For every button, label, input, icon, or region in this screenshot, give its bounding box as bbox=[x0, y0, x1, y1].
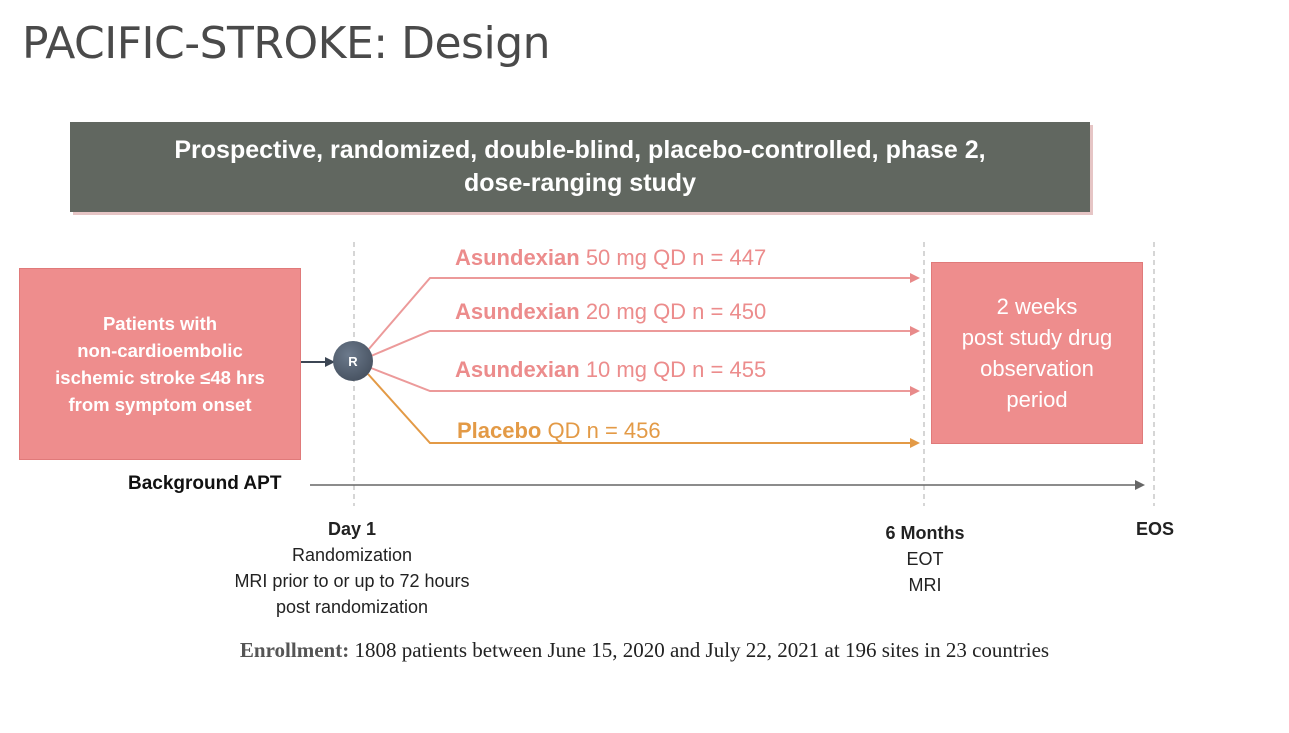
patients-line-3: ischemic stroke ≤48 hrs bbox=[55, 367, 265, 388]
placebo-line bbox=[367, 373, 920, 448]
month6-milestone: 6 Months EOT MRI bbox=[850, 520, 1000, 598]
arm-50mg-line bbox=[367, 273, 920, 351]
arm-20mg-drug: Asundexian bbox=[455, 299, 580, 324]
placebo-label: Placebo QD n = 456 bbox=[457, 418, 661, 444]
day1-line-1: Randomization bbox=[291, 545, 413, 565]
study-design-banner: Prospective, randomized, double-blind, p… bbox=[70, 122, 1090, 212]
banner-line-1: Prospective, randomized, double-blind, p… bbox=[174, 136, 986, 164]
arm-10mg-drug: Asundexian bbox=[455, 357, 580, 382]
patients-box: Patients with non-cardioembolic ischemic… bbox=[19, 268, 301, 460]
month6-line-1: EOT bbox=[906, 549, 944, 569]
background-apt-label: Background APT bbox=[128, 473, 282, 494]
arm-10mg-dose: 10 mg QD n = 455 bbox=[579, 357, 767, 382]
arm-20mg-dose: 20 mg QD n = 450 bbox=[579, 299, 767, 324]
arm-10mg-line bbox=[370, 367, 920, 396]
slide-title: PACIFIC-STROKE: Design bbox=[22, 18, 551, 69]
enrollment-note: Enrollment: 1808 patients between June 1… bbox=[0, 638, 1289, 663]
observation-line-1: 2 weeks bbox=[996, 294, 1078, 319]
patients-line-1: Patients with bbox=[102, 313, 218, 334]
day1-milestone: Day 1 Randomization MRI prior to or up t… bbox=[202, 516, 502, 620]
enrollment-label: Enrollment: bbox=[239, 638, 350, 662]
arm-50mg-drug: Asundexian bbox=[455, 245, 580, 270]
day1-line-3: post randomization bbox=[275, 597, 429, 617]
patients-line-4: from symptom onset bbox=[68, 394, 252, 415]
eos-heading: EOS bbox=[1135, 519, 1174, 539]
arm-50mg-label: Asundexian 50 mg QD n = 447 bbox=[455, 245, 766, 271]
placebo-dose: QD n = 456 bbox=[541, 418, 661, 443]
observation-line-2: post study drug bbox=[961, 325, 1113, 350]
arm-20mg-line bbox=[370, 326, 920, 357]
arm-10mg-label: Asundexian 10 mg QD n = 455 bbox=[455, 357, 766, 383]
observation-period-box: 2 weeks post study drug observation peri… bbox=[931, 262, 1143, 444]
patients-line-2: non-cardioembolic bbox=[77, 340, 243, 361]
banner-line-2: dose-ranging study bbox=[464, 169, 696, 197]
observation-line-4: period bbox=[1006, 387, 1068, 412]
arm-20mg-label: Asundexian 20 mg QD n = 450 bbox=[455, 299, 766, 325]
day1-line-2: MRI prior to or up to 72 hours bbox=[234, 571, 470, 591]
month6-line-2: MRI bbox=[908, 575, 942, 595]
randomization-node: R bbox=[333, 341, 373, 381]
placebo-drug: Placebo bbox=[457, 418, 542, 443]
eos-milestone: EOS bbox=[1110, 516, 1200, 542]
observation-line-3: observation bbox=[980, 356, 1094, 381]
arm-50mg-dose: 50 mg QD n = 447 bbox=[579, 245, 767, 270]
enrollment-text: 1808 patients between June 15, 2020 and … bbox=[349, 638, 1050, 662]
day1-heading: Day 1 bbox=[327, 519, 377, 539]
month6-heading: 6 Months bbox=[885, 523, 965, 543]
